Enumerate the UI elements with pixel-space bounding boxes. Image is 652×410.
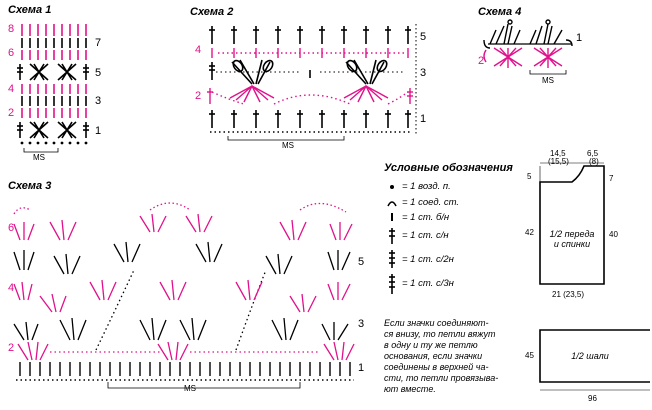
front-left-top-dim: 5	[527, 172, 532, 181]
legend-note: Если значки соединяют- ся внизу, то петл…	[384, 318, 508, 395]
scheme1-row-label: 4	[8, 83, 15, 95]
note-line: сти, то петли провязыва-	[384, 373, 499, 383]
scheme3-ms-bracket	[107, 382, 301, 389]
scheme1-row-label: 1	[95, 125, 102, 137]
note-line: ся внизу, то петли вяжут	[384, 329, 496, 339]
scheme4-title: Схема 4	[478, 6, 522, 18]
shawl-width-dim: 96	[588, 394, 597, 403]
legend-item-text: = 1 ст. с/3н	[402, 278, 454, 289]
front-top-left-dim: 14,5	[550, 149, 566, 158]
legend-title: Условные обозначения	[384, 162, 513, 174]
scheme1-ms-label: MS	[33, 153, 45, 162]
dc-icon	[389, 228, 395, 244]
scheme4-ms-label: MS	[542, 76, 554, 85]
scheme4-row-label: 1	[576, 32, 583, 44]
scheme3-row-label: 1	[358, 362, 365, 374]
scheme3-ms-label: MS	[184, 384, 196, 393]
shawl-height-dim: 45	[525, 351, 534, 360]
front-top-right-dim: 6,5	[587, 149, 599, 158]
legend-item-text: = 1 ст. б/н	[402, 212, 450, 223]
scheme2-row-label: 5	[420, 31, 427, 43]
legend-item-text: = 1 ст. с/2н	[402, 254, 454, 265]
shawl-pattern-label: 1/2 шали	[571, 351, 609, 361]
scheme2-row-label: 2	[195, 90, 202, 102]
scheme2-row-label: 4	[195, 44, 202, 56]
note-line: Если значки соединяют-	[384, 318, 489, 328]
scheme1-ms-bracket	[23, 148, 59, 153]
slip-stitch-icon	[387, 201, 397, 207]
front-right-top-dim: 7	[609, 174, 614, 183]
scheme4-row-label: 2	[478, 55, 485, 67]
scheme3-title: Схема 3	[8, 180, 52, 192]
scheme2-title: Схема 2	[190, 6, 234, 18]
front-top-right-alt-dim: (8)	[589, 157, 599, 166]
legend-item-text: = 1 возд. п.	[402, 181, 451, 192]
scheme2-ms-label: MS	[282, 141, 294, 150]
scheme1-row-label: 2	[8, 107, 15, 119]
scheme4-stitches	[483, 19, 573, 75]
front-left-height-dim: 42	[525, 228, 534, 237]
note-line: в одну и ту же петлю	[384, 340, 478, 350]
scheme1-row-label: 7	[95, 37, 102, 49]
scheme3-row-label: 4	[8, 282, 15, 294]
front-right-height-dim: 40	[609, 230, 618, 239]
scheme1-title: Схема 1	[8, 4, 52, 16]
scheme3-row-label: 6	[8, 222, 15, 234]
scheme3-stitches	[13, 202, 355, 389]
scheme1-stitches	[17, 24, 89, 153]
scheme1-row-label: 3	[95, 95, 102, 107]
legend-item-text: = 1 соед. ст.	[402, 197, 460, 208]
scheme2-row-label: 3	[420, 67, 427, 79]
scheme1-row-label: 6	[8, 47, 15, 59]
scheme4-ms-bracket	[529, 70, 567, 75]
scheme3-row-label: 3	[358, 318, 365, 330]
scheme3-row-label: 5	[358, 256, 365, 268]
note-line: основания, если значки	[384, 351, 483, 361]
front-pattern-label: 1/2 переда и спинки	[540, 229, 604, 249]
chain-icon	[390, 185, 394, 189]
dc3-icon	[389, 274, 395, 294]
scheme2-row-label: 1	[420, 113, 427, 125]
front-top-left-alt-dim: (15,5)	[548, 157, 569, 166]
scheme1-row-label: 8	[8, 23, 15, 35]
scheme2-ms-bracket	[227, 136, 345, 141]
note-line: ют вместе.	[384, 384, 436, 394]
front-bottom-dim: 21 (23,5)	[552, 290, 585, 299]
scheme2-stitches	[207, 24, 417, 141]
scheme3-row-label: 2	[8, 342, 15, 354]
scheme1-row-label: 5	[95, 67, 102, 79]
legend-item-text: = 1 ст. с/н	[402, 230, 449, 241]
dc2-icon	[389, 250, 395, 268]
front-label-line: 1/2 переда	[549, 229, 595, 239]
front-label-line: и спинки	[553, 239, 591, 249]
note-line: соединены в верхней ча-	[384, 362, 489, 372]
